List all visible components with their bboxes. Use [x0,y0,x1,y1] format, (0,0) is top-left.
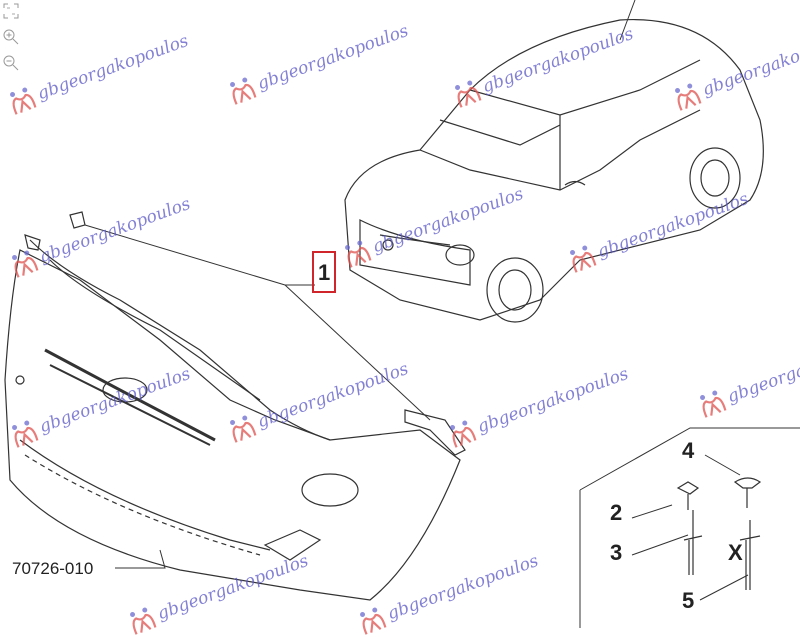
fastener-parts [676,477,762,590]
callout-3[interactable]: 3 [610,540,622,565]
callout-x[interactable]: X [728,540,743,565]
leader-lines [84,224,800,628]
front-bumper-illustration [4,211,466,601]
zoom-out-icon [3,55,19,71]
fit-to-screen-icon [3,3,19,19]
part-number-label[interactable]: 70726-010 [12,559,93,578]
callout-2[interactable]: 2 [610,500,622,525]
part-1-highlight-box [312,251,336,293]
car-illustration [344,0,764,323]
callout-4[interactable]: 4 [682,438,695,463]
zoom-in-icon [3,29,19,45]
zoom-out-button[interactable] [2,54,20,72]
callout-5[interactable]: 5 [682,588,694,613]
callout-1[interactable]: 1 [318,260,330,285]
fit-to-screen-button[interactable] [2,2,20,20]
zoom-in-button[interactable] [2,28,20,46]
